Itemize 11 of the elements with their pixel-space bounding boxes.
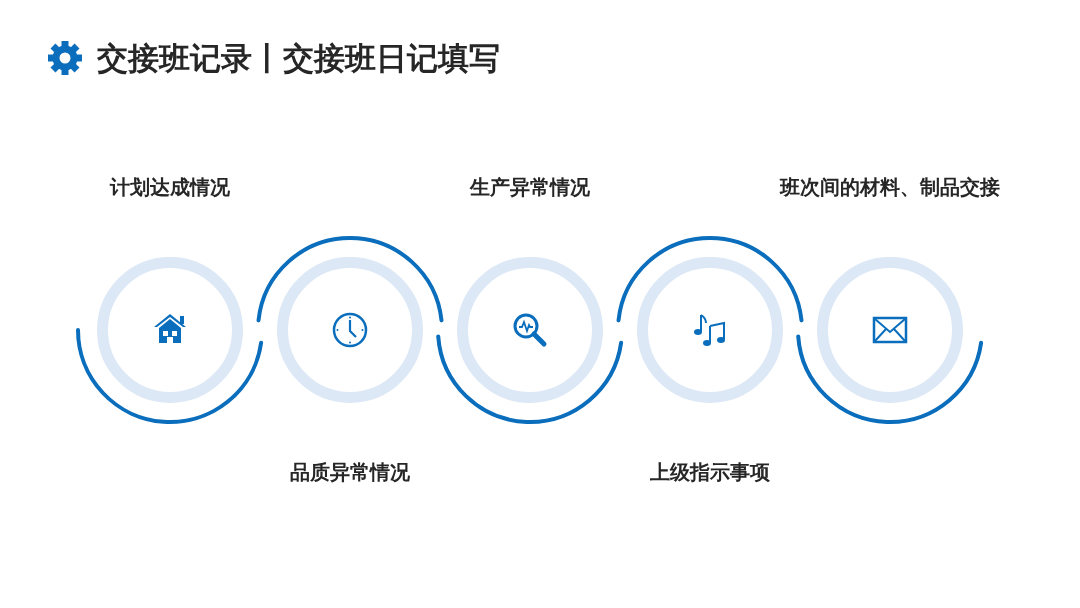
title: 交接班记录丨交接班日记填写 [97,39,500,78]
ring-circle [457,257,603,403]
circle-caption: 计划达成情况 [110,174,230,201]
circle-caption: 生产异常情况 [470,174,590,201]
ring-circle [97,257,243,403]
circle-caption: 上级指示事项 [650,459,770,486]
circle-caption: 班次间的材料、制品交接 [780,174,1000,201]
ring-circle [637,257,783,403]
circle-caption: 品质异常情况 [290,459,410,486]
ring-circle [277,257,423,403]
ring-circle [817,257,963,403]
